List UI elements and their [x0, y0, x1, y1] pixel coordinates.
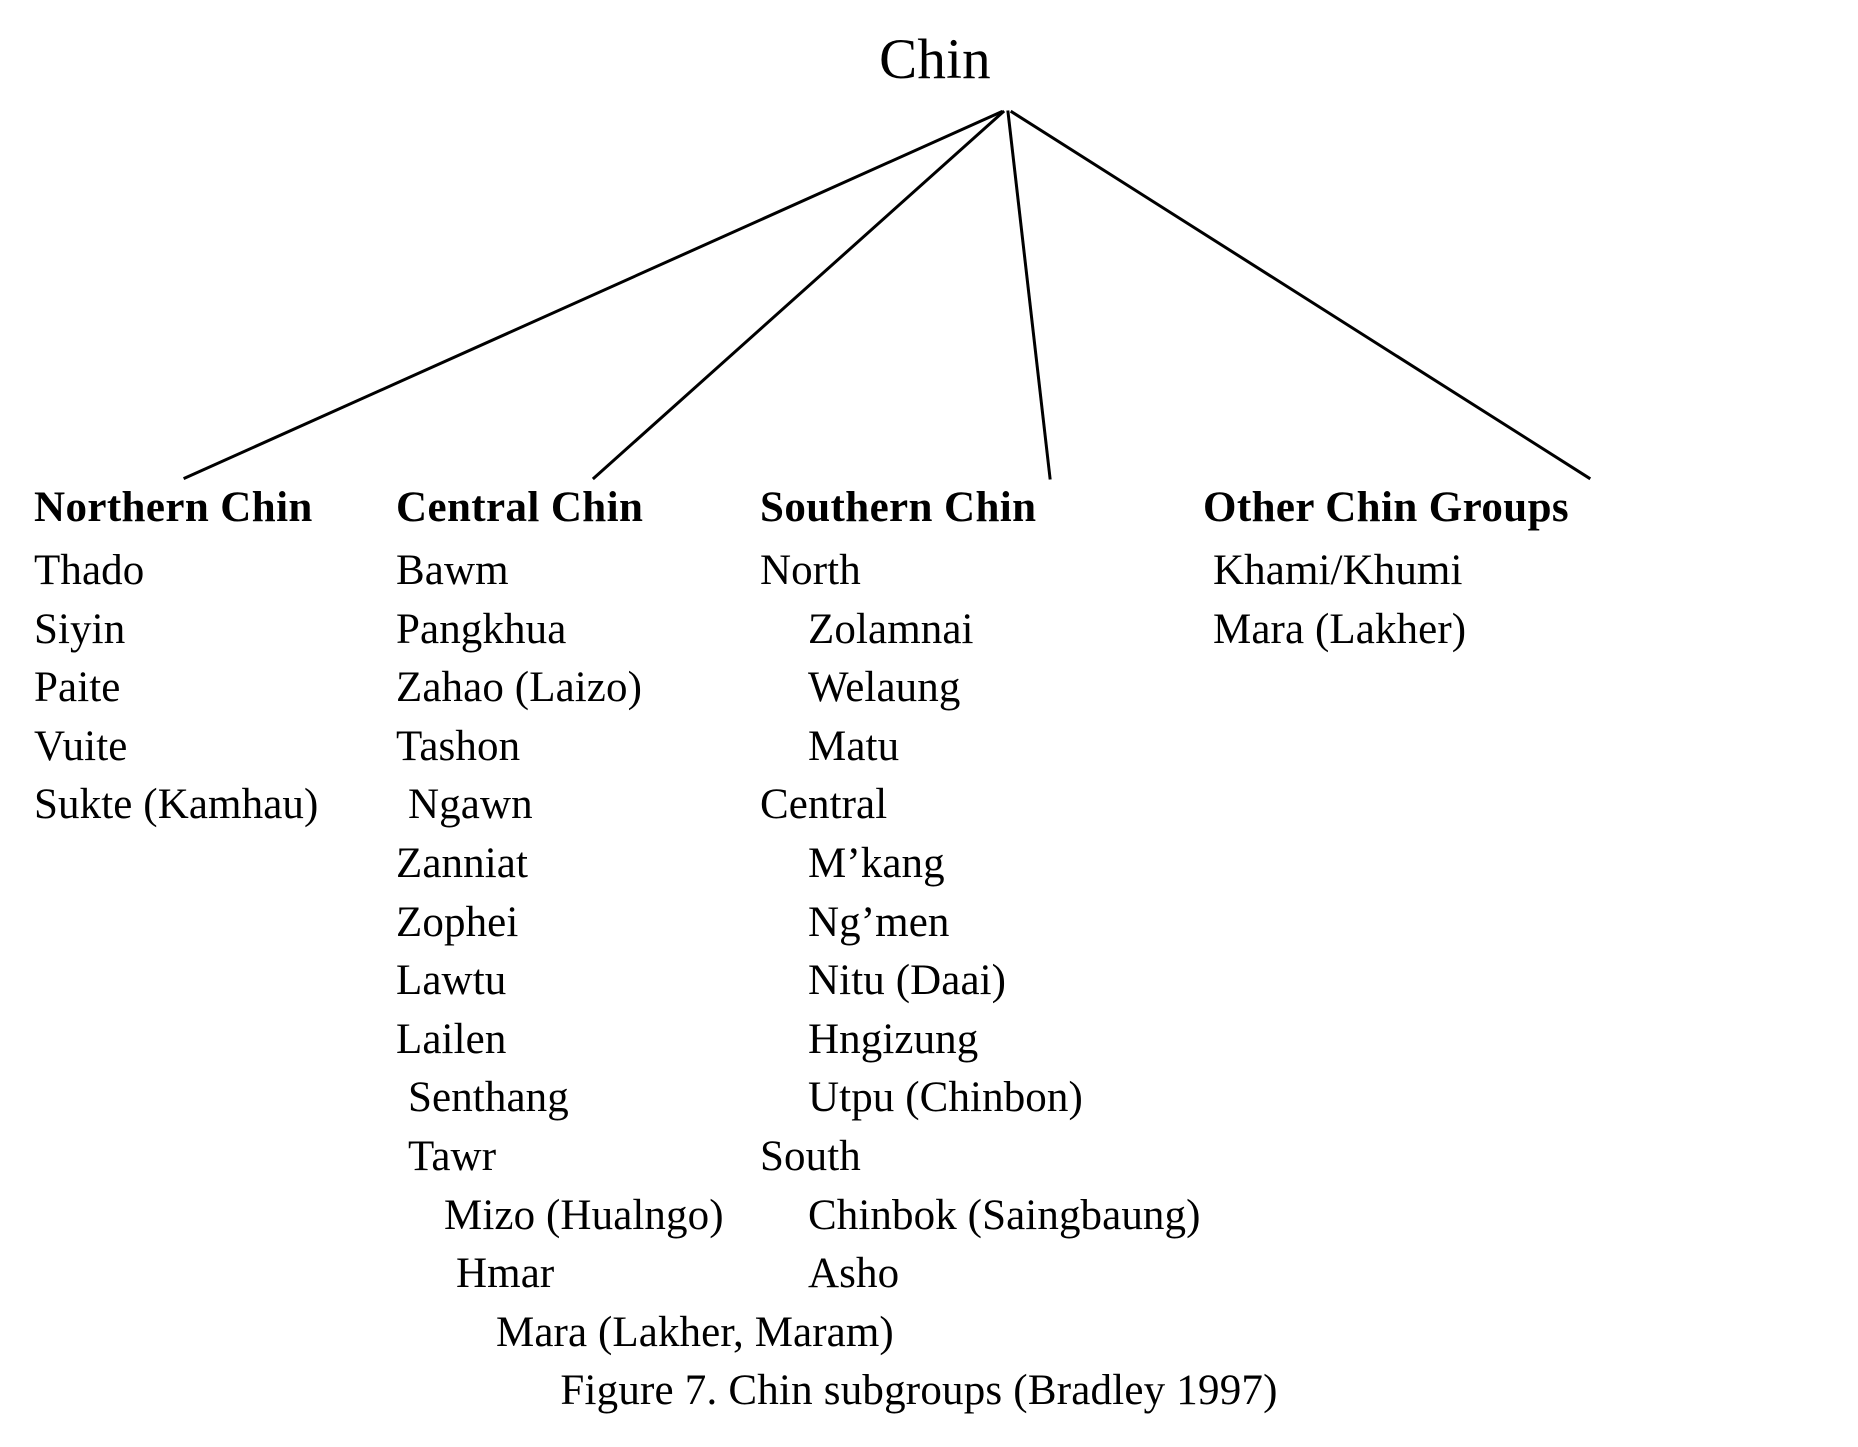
group-list-central-chin: Bawm Pangkhua Zahao (Laizo) Tashon Ngawn…	[396, 542, 894, 1362]
list-item: Senthang	[408, 1074, 569, 1122]
list-item: Thado	[34, 547, 145, 594]
list-item: Vuite	[34, 722, 128, 770]
column-southern-chin: Southern Chin North Zolamnai Welaung Mat…	[760, 486, 1201, 1304]
column-northern-chin: Northern Chin Thado Siyin Paite Vuite Su…	[34, 486, 318, 835]
list-item: Lailen	[396, 1015, 507, 1063]
column-other-chin-groups: Other Chin Groups Khami/Khumi Mara (Lakh…	[1203, 486, 1569, 659]
list-item: Siyin	[34, 605, 126, 653]
edge-chin-to-central	[591, 109, 1006, 481]
column-header-southern-chin: Southern Chin	[760, 484, 1037, 531]
subgroup-columns: Northern Chin Thado Siyin Paite Vuite Su…	[0, 486, 1858, 1366]
list-item: Chinbok (Saingbaung)	[808, 1191, 1201, 1239]
list-item: Paite	[34, 664, 121, 712]
root-node-label: Chin	[879, 28, 991, 91]
list-item: Zolamnai	[808, 605, 974, 653]
group-list-northern-chin: Thado Siyin Paite Vuite Sukte (Kamhau)	[34, 542, 318, 835]
list-item: Central	[760, 781, 888, 829]
list-item: Zophei	[396, 898, 519, 946]
list-item: Ng’men	[808, 898, 950, 946]
list-item: Tashon	[396, 722, 521, 770]
list-item: M’kang	[808, 839, 945, 887]
edge-chin-to-northern	[183, 110, 1003, 480]
group-list-other-chin-groups: Khami/Khumi Mara (Lakher)	[1203, 542, 1569, 659]
list-item: Matu	[808, 722, 900, 770]
list-item: Hmar	[456, 1250, 555, 1298]
list-item: Khami/Khumi	[1213, 547, 1463, 594]
list-item: Zanniat	[396, 839, 529, 887]
list-item: Mizo (Hualngo)	[444, 1191, 724, 1239]
list-item: Sukte (Kamhau)	[34, 781, 319, 829]
edge-chin-to-southern	[1006, 110, 1052, 480]
list-item: North	[760, 547, 861, 594]
figure-caption: Figure 7. Chin subgroups (Bradley 1997)	[0, 1367, 1858, 1414]
list-item: Bawm	[396, 547, 509, 594]
list-item: Lawtu	[396, 957, 507, 1005]
group-list-southern-chin: North Zolamnai Welaung Matu Central M’ka…	[760, 542, 1201, 1304]
list-item: South	[760, 1132, 861, 1180]
list-item: Tawr	[408, 1132, 497, 1180]
list-item: Zahao (Laizo)	[396, 664, 643, 712]
root-node-chin: Chin	[0, 30, 1858, 90]
column-header-other-chin-groups: Other Chin Groups	[1203, 484, 1570, 531]
list-item: Ngawn	[408, 781, 533, 829]
edge-chin-to-other	[1009, 109, 1592, 481]
list-item: Asho	[808, 1250, 900, 1298]
column-central-chin: Central Chin Bawm Pangkhua Zahao (Laizo)…	[396, 486, 894, 1362]
list-item: Utpu (Chinbon)	[808, 1074, 1083, 1122]
list-item: Nitu (Daai)	[808, 957, 1007, 1005]
column-header-central-chin: Central Chin	[396, 484, 644, 531]
list-item: Mara (Lakher)	[1213, 605, 1467, 653]
list-item: Pangkhua	[396, 605, 567, 653]
list-item: Welaung	[808, 664, 961, 712]
list-item: Mara (Lakher, Maram)	[496, 1308, 894, 1356]
column-header-northern-chin: Northern Chin	[34, 484, 313, 531]
figure-caption-text: Figure 7. Chin subgroups (Bradley 1997)	[560, 1367, 1278, 1414]
list-item: Hngizung	[808, 1015, 979, 1063]
